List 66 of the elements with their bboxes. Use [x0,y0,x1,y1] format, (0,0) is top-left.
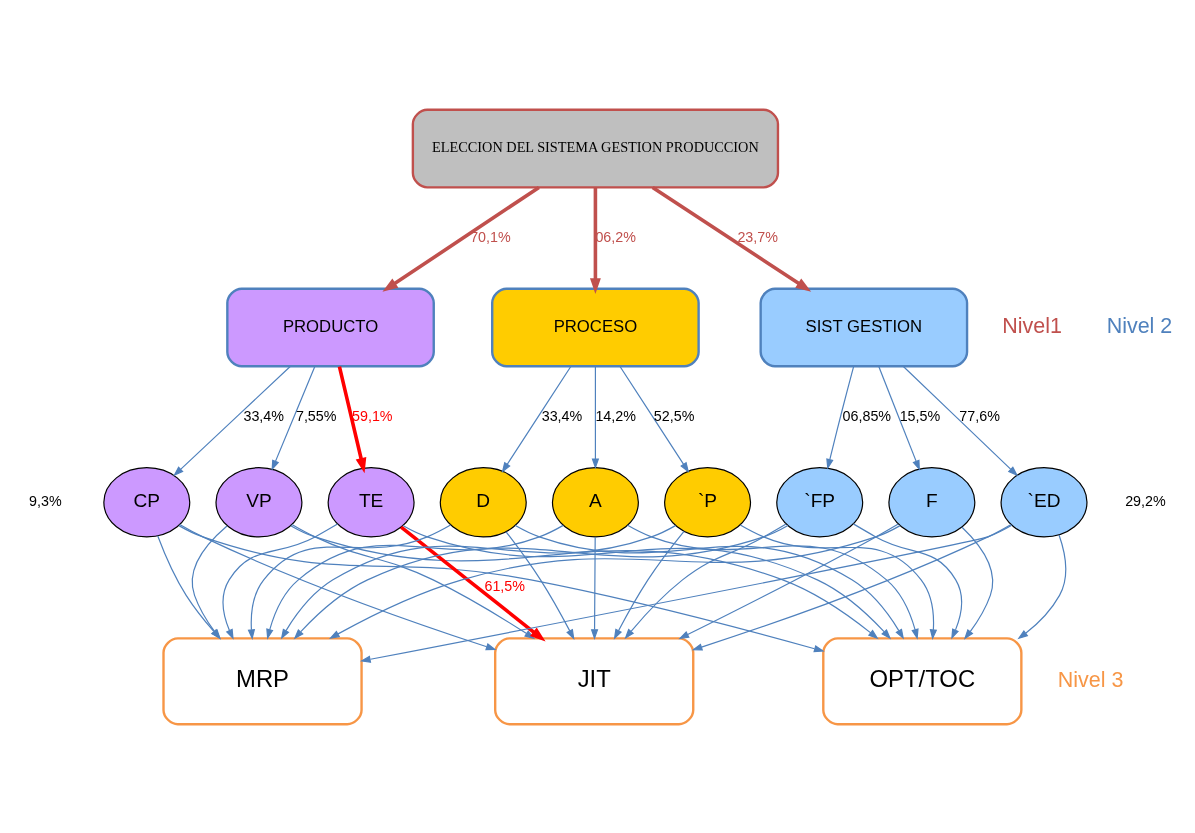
node-box: ELECCION DEL SISTEMA GESTION PRODUCCION [411,108,780,189]
edge-label: 59,1% [352,407,393,424]
node-box: JIT [494,636,695,725]
arrow [619,365,690,473]
arrow [247,523,452,640]
arrow [589,187,601,294]
edge-label: 23,7% [737,228,778,245]
arrow [293,524,789,639]
arrow [173,365,291,476]
node-ellipse: `FP [776,466,864,537]
edge-label: 33,4% [541,407,583,424]
node-ellipse: D [439,466,527,537]
arrow [337,365,367,473]
node-ellipse: VP [215,466,303,537]
node-box: MRP [162,636,363,725]
arrow [280,524,677,640]
arrow [291,523,536,639]
arrow [400,525,546,641]
arrow [1017,533,1067,639]
edge-label: 15,5% [899,407,941,424]
label: 9,3% [29,492,62,509]
node-box: SIST GESTION [759,287,969,367]
label: Nivel 2 [1106,313,1173,338]
arrow [266,524,564,640]
node-ellipse: `P [664,466,752,537]
arrow [501,365,572,473]
arrow [359,524,1013,663]
arrow [178,524,825,652]
label: Nivel1 [1002,313,1062,338]
arrow [878,365,920,471]
arrow [514,524,905,640]
edge-label: 61,5% [484,577,526,594]
arrow [382,185,540,292]
edge-label: 7,55% [295,407,337,424]
node-ellipse: TE [327,466,415,537]
arrow [624,522,787,639]
node-box: PRODUCTO [226,287,435,367]
arrow [271,365,316,471]
arrow [222,522,339,640]
arrow [691,523,1012,651]
arrow [591,365,600,469]
arrow [590,536,599,640]
node-ellipse: A [551,466,639,537]
node-box: PROCESO [491,287,700,367]
edge-label: 06,85% [842,407,892,424]
arrow [961,526,994,640]
edge-label: 33,4% [243,407,284,424]
arrow [613,530,685,640]
label: 29,2% [1125,492,1166,509]
edge-label: 06,2% [595,228,636,245]
edge-label: 14,2% [595,407,636,424]
arrow [902,365,1019,476]
label: Nivel 3 [1057,667,1124,692]
edge-label: 70,1% [470,228,511,245]
arrow [826,365,855,470]
edge-label: 52,5% [653,407,695,424]
arrow [627,524,919,640]
node-box: OPT/TOC [822,636,1023,725]
edge-label: 77,6% [959,407,1000,424]
node-ellipse: F [888,466,976,537]
arrow [739,523,938,640]
arrow [852,522,963,639]
arrow [505,530,575,640]
arrow [651,185,812,292]
arrow [179,523,497,650]
arrow [678,522,899,639]
